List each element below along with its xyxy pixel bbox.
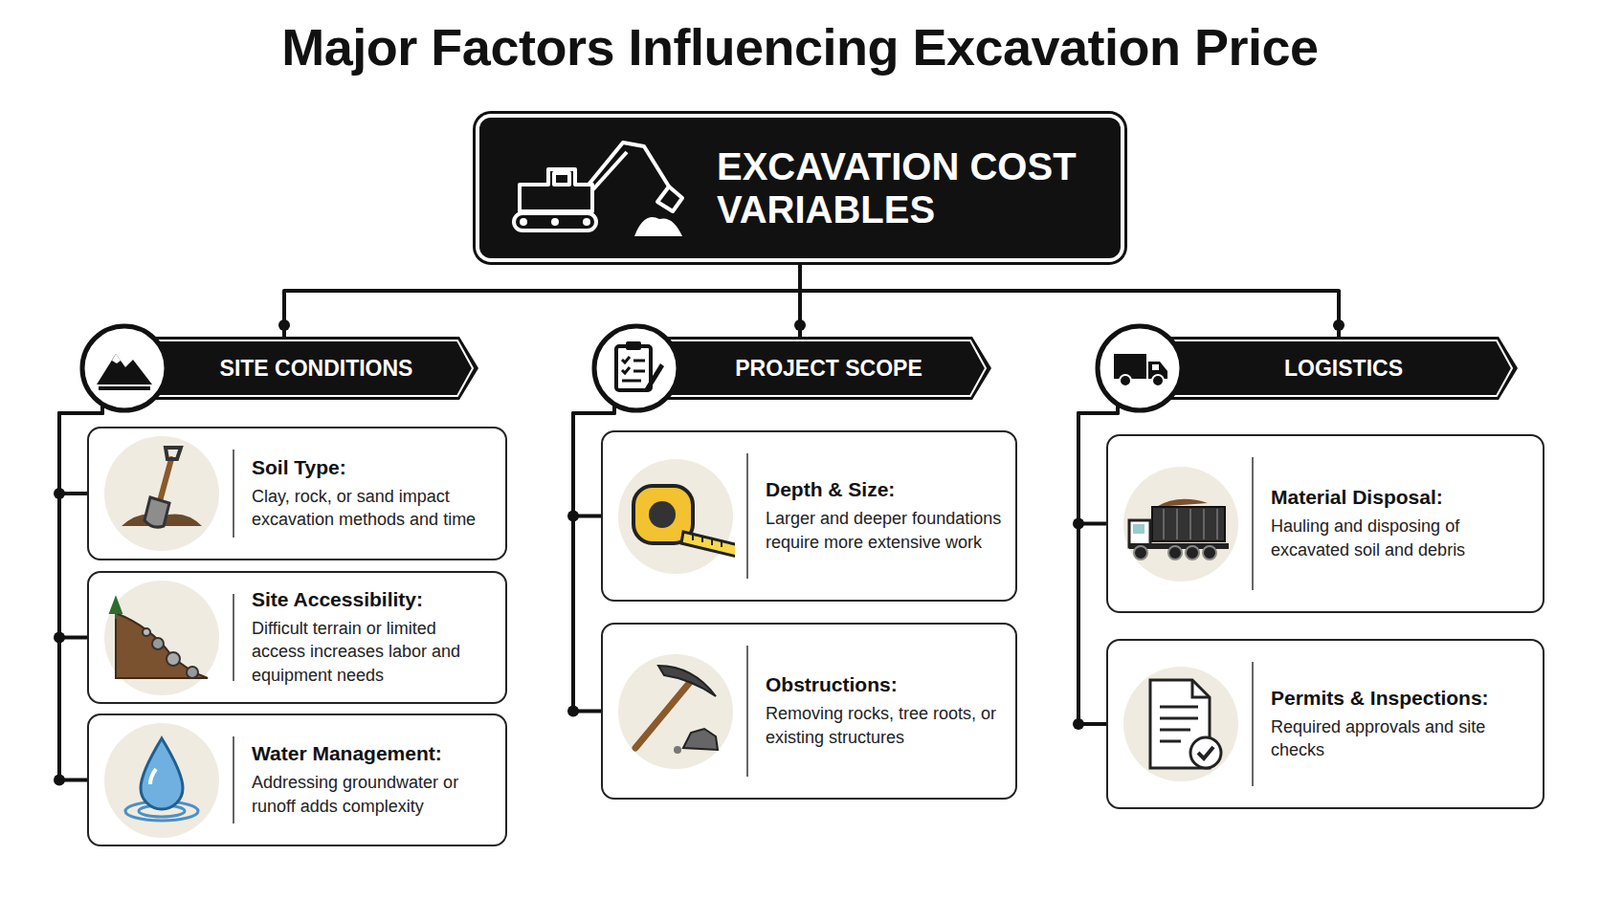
- excavator-icon: [500, 131, 692, 246]
- divider-line: [232, 594, 235, 682]
- divider-line: [1251, 457, 1254, 591]
- document-icon: [1121, 665, 1241, 784]
- factor-heading: Site Accessibility:: [251, 588, 494, 612]
- divider-line: [746, 645, 749, 778]
- slope-icon: [102, 578, 222, 698]
- divider-line: [232, 736, 235, 824]
- junction-dot: [794, 319, 806, 332]
- factor-description: Clay, rock, or sand impact excavation me…: [251, 485, 494, 533]
- factor-card: Water Management: Addressing groundwater …: [87, 713, 508, 847]
- card-text: Water Management: Addressing groundwater …: [251, 742, 494, 819]
- factor-heading: Water Management:: [251, 742, 494, 766]
- factor-description: Required approvals and site checks: [1270, 715, 1532, 763]
- factor-card: Permits & Inspections: Required approvals…: [1106, 639, 1545, 810]
- factor-heading: Soil Type:: [251, 456, 494, 480]
- card-text: Material Disposal: Hauling and disposing …: [1270, 486, 1532, 562]
- mountain-icon: [90, 334, 158, 402]
- truck-icon: [1106, 334, 1174, 402]
- card-text: Obstructions: Removing rocks, tree roots,…: [765, 673, 1004, 750]
- divider-line: [232, 449, 235, 538]
- shovel-icon: [102, 434, 222, 554]
- factor-card: Obstructions: Removing rocks, tree roots,…: [600, 622, 1018, 800]
- factor-description: Addressing groundwater or runoff adds co…: [251, 771, 494, 819]
- category-banner: SITE CONDITIONS: [81, 336, 479, 400]
- connector-line: [284, 258, 800, 337]
- card-text: Soil Type: Clay, rock, or sand impact exc…: [251, 456, 494, 533]
- junction-dot: [278, 319, 290, 332]
- junction-dot: [567, 706, 579, 718]
- card-text: Site Accessibility: Difficult terrain or …: [251, 588, 494, 688]
- factor-heading: Depth & Size:: [765, 478, 1004, 502]
- factor-heading: Obstructions:: [765, 673, 1004, 697]
- junction-dot: [1333, 319, 1345, 332]
- card-text: Permits & Inspections: Required approvals…: [1270, 687, 1532, 763]
- factor-card: Depth & Size: Larger and deeper foundatio…: [600, 430, 1018, 602]
- factor-description: Larger and deeper foundations require mo…: [765, 507, 1004, 555]
- junction-dot: [1072, 718, 1085, 731]
- factor-description: Removing rocks, tree roots, or existing …: [765, 702, 1004, 750]
- dump-truck-icon: [1121, 465, 1241, 584]
- root-box: EXCAVATION COST VARIABLES: [479, 117, 1121, 259]
- factor-heading: Material Disposal:: [1270, 486, 1532, 510]
- water-drop-icon: [102, 721, 222, 841]
- banner-label: PROJECT SCOPE: [734, 355, 923, 382]
- banner-label: LOGISTICS: [1284, 355, 1403, 382]
- factor-description: Difficult terrain or limited access incr…: [251, 617, 494, 688]
- tape-measure-icon: [616, 457, 735, 577]
- pickaxe-icon: [616, 652, 735, 772]
- category-banner: LOGISTICS: [1096, 336, 1518, 400]
- banner-label: SITE CONDITIONS: [220, 355, 414, 382]
- factor-card: Material Disposal: Hauling and disposing …: [1106, 434, 1545, 614]
- root-label: EXCAVATION COST VARIABLES: [716, 145, 1110, 232]
- factor-heading: Permits & Inspections:: [1270, 687, 1532, 711]
- category-banner: PROJECT SCOPE: [593, 336, 992, 400]
- diagram-title: Major Factors Influencing Excavation Pri…: [0, 17, 1600, 77]
- factor-card: Site Accessibility: Difficult terrain or …: [87, 571, 508, 705]
- clipboard-icon: [602, 334, 670, 402]
- divider-line: [1251, 662, 1254, 787]
- divider-line: [746, 453, 749, 579]
- connector-line: [800, 258, 1339, 337]
- factor-description: Hauling and disposing of excavated soil …: [1270, 514, 1532, 562]
- factor-card: Soil Type: Clay, rock, or sand impact exc…: [87, 426, 508, 561]
- card-text: Depth & Size: Larger and deeper foundatio…: [765, 478, 1004, 555]
- junction-dot: [53, 775, 66, 787]
